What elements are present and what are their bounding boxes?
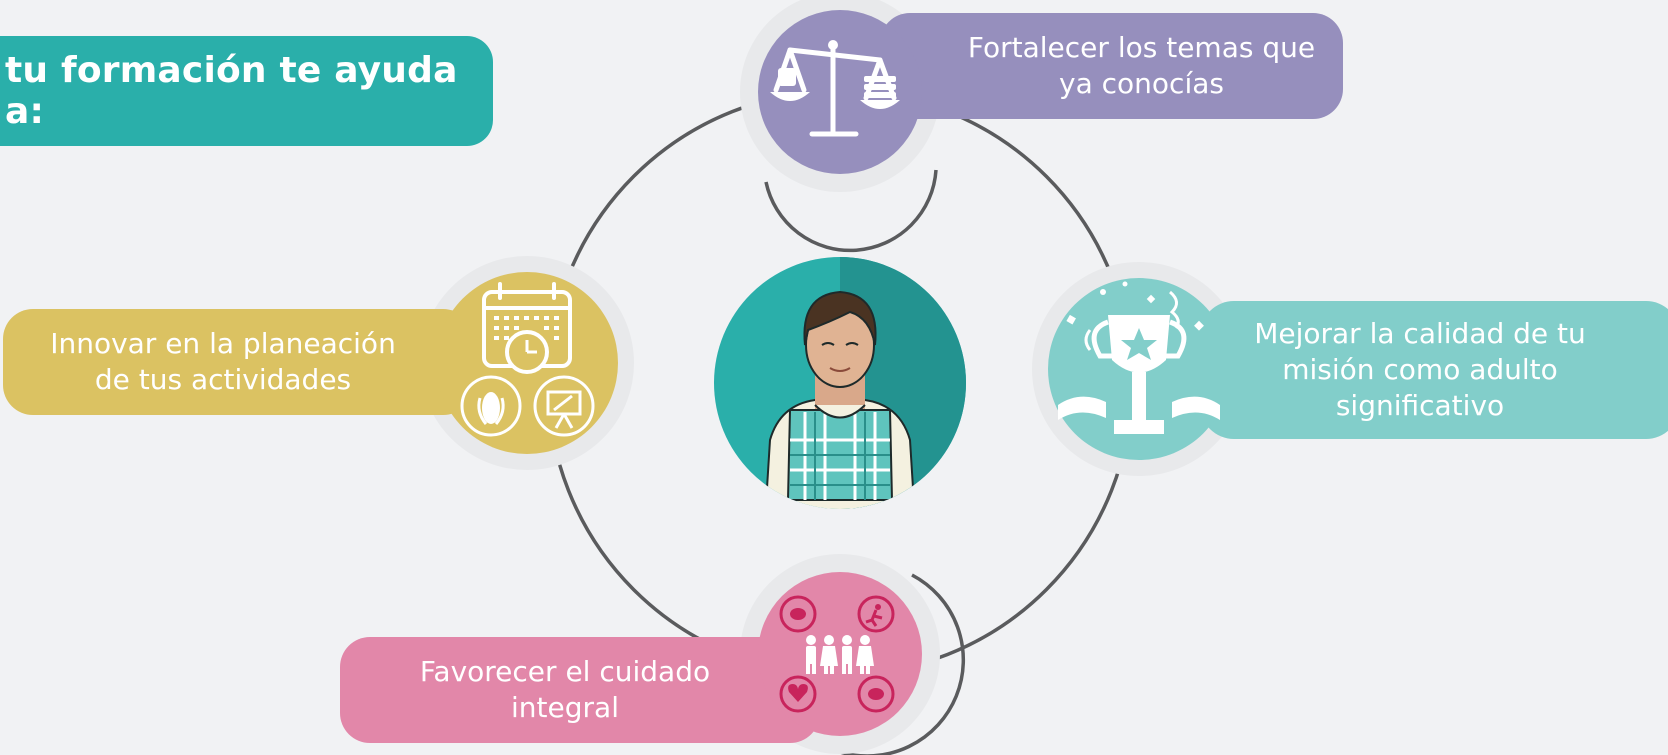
label-text: Mejorar la calidad de tu misión como adu… [1254, 317, 1586, 422]
label-favorecer: Favorecer el cuidado integral [340, 637, 820, 743]
heading-banner: tu formación te ayuda a: [0, 36, 493, 146]
page-title: tu formación te ayuda a: [5, 50, 458, 132]
calendar-planning-icon [436, 272, 618, 454]
trophy-icon [1048, 278, 1230, 460]
label-text: Innovar en la planeación de tus activida… [50, 327, 396, 396]
children-care-icon [758, 572, 922, 736]
label-fortalecer: Fortalecer los temas que ya conocías [880, 13, 1343, 119]
balance-scale-icon [758, 10, 922, 174]
label-text: Favorecer el cuidado integral [419, 655, 711, 724]
label-innovar: Innovar en la planeación de tus activida… [3, 309, 473, 415]
label-text: Fortalecer los temas que ya conocías [967, 31, 1316, 100]
label-mejorar: Mejorar la calidad de tu misión como adu… [1200, 301, 1668, 439]
educator-avatar-icon [714, 257, 966, 509]
